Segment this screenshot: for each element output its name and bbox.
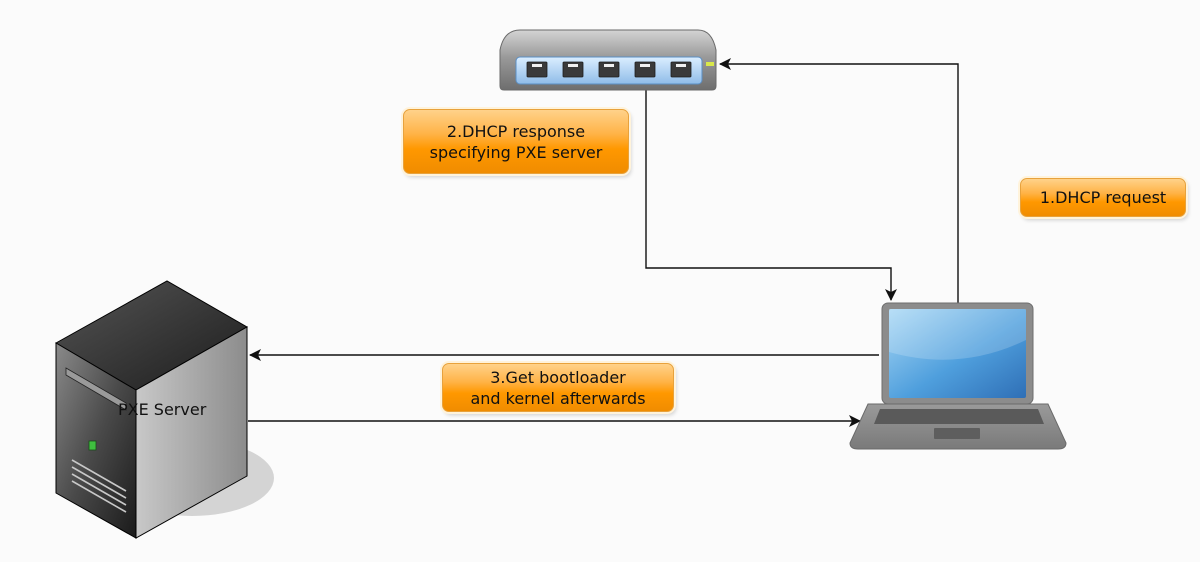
dhcp-request-text: 1.DHCP request (1039, 188, 1167, 207)
dhcp-response-label: 2.DHCP response specifying PXE server (403, 109, 629, 174)
dhcp-response-line1: 2.DHCP response (446, 121, 586, 141)
dhcp-response-line2: specifying PXE server (429, 142, 603, 162)
server-tower-icon (54, 280, 274, 539)
arrow-dhcp-response (645, 88, 897, 301)
bootloader-line1: 3.Get bootloader (490, 367, 626, 387)
network-switch-icon (499, 29, 717, 91)
arrow-dhcp-request (719, 58, 959, 305)
server-name-label: PXE Server (118, 400, 207, 419)
bootloader-line2: and kernel afterwards (470, 388, 646, 408)
laptop-icon (849, 302, 1067, 450)
bootloader-label: 3.Get bootloader and kernel afterwards (442, 363, 674, 412)
dhcp-request-label: 1.DHCP request (1020, 178, 1186, 217)
